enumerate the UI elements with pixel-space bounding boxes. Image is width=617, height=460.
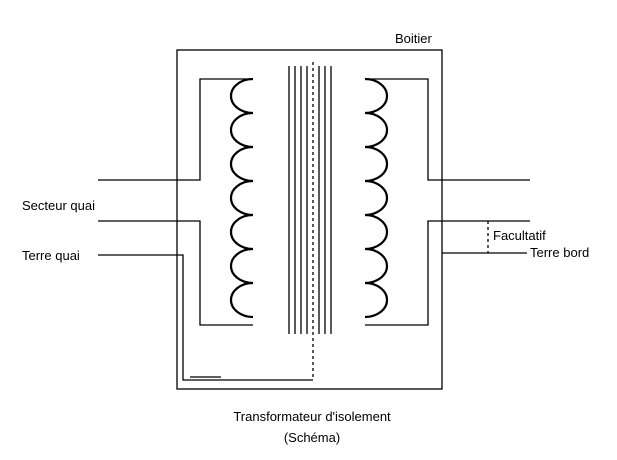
label-shore-mains: Secteur quai <box>22 198 95 213</box>
secondary-coil <box>364 77 389 319</box>
enclosure-box <box>176 49 443 390</box>
caption-subtitle: (Schéma) <box>284 430 340 445</box>
caption-title: Transformateur d'isolement <box>233 409 391 424</box>
secondary-lead-top <box>365 78 530 181</box>
primary-lead-bottom <box>98 220 253 326</box>
primary-coil <box>229 77 254 319</box>
transformer-core <box>288 66 332 334</box>
secondary-lead-bottom <box>365 220 530 326</box>
enclosure-label: Boitier <box>395 31 433 46</box>
shore-ground-wire <box>98 254 313 381</box>
label-shore-ground: Terre quai <box>22 248 80 263</box>
label-boat-ground: Terre bord <box>530 245 589 260</box>
primary-lead-top <box>98 78 253 181</box>
label-optional: Facultatif <box>493 228 546 243</box>
